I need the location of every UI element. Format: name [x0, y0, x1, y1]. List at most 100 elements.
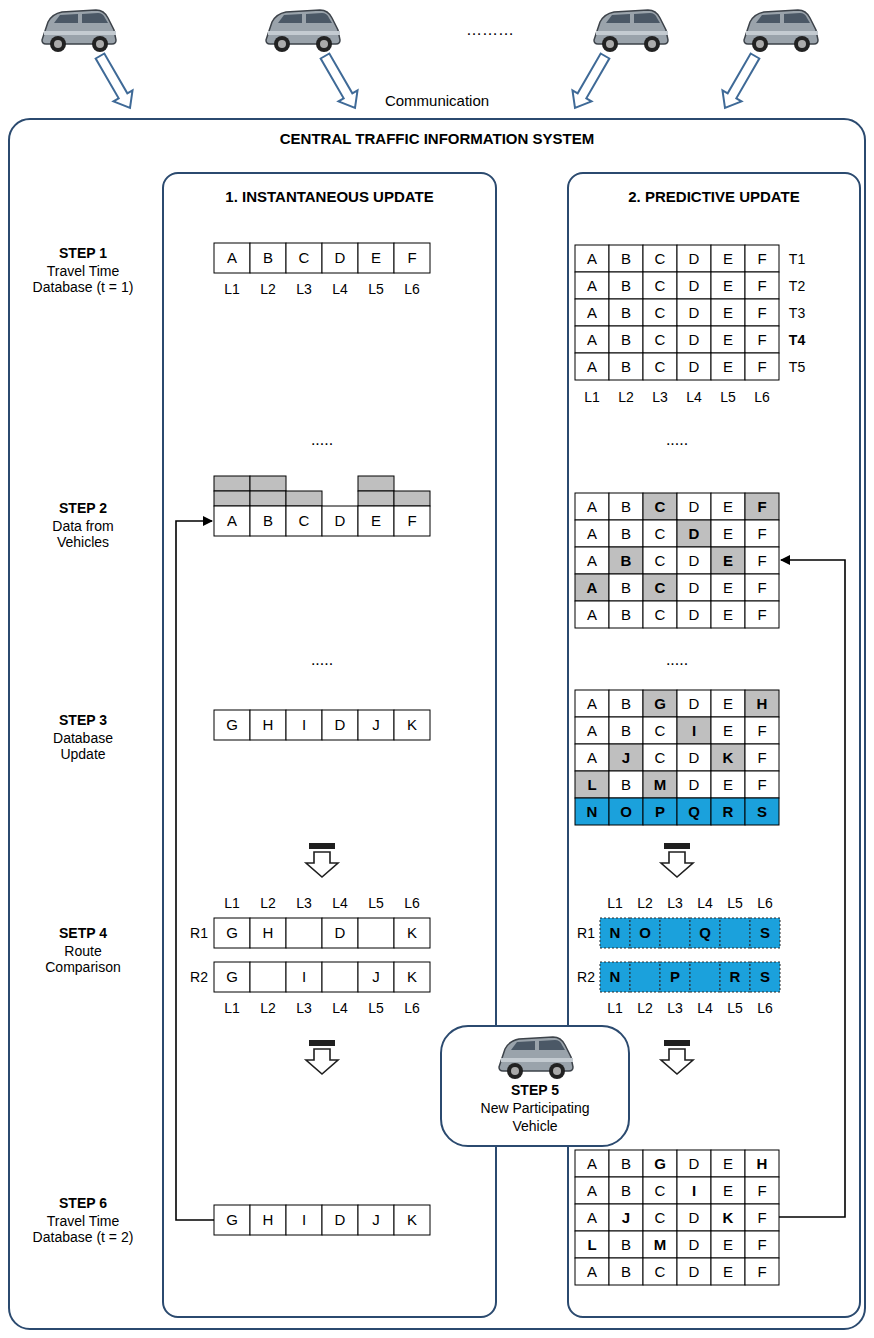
table-cell-box [609, 601, 643, 628]
link-label: L3 [667, 1000, 683, 1016]
link-label: L2 [637, 895, 653, 911]
table-cell-box [677, 272, 711, 299]
table-cell: C [655, 722, 666, 739]
table-cell-box [358, 710, 394, 740]
table-cell: E [723, 250, 733, 267]
table-cell: B [263, 512, 273, 529]
table-cell: E [723, 579, 733, 596]
table-cell: F [757, 722, 766, 739]
table-cell-box [394, 1205, 430, 1235]
table-cell: C [655, 358, 666, 375]
table-cell: R [730, 968, 741, 985]
table-cell-box [609, 1258, 643, 1285]
table-cell-box [720, 962, 750, 992]
table-cell-box [711, 245, 745, 272]
table-cell: D [689, 606, 700, 623]
table-cell: N [610, 924, 621, 941]
car-icon [266, 10, 340, 52]
link-label: L3 [652, 389, 668, 405]
table-cell: F [757, 525, 766, 542]
table-cell-box [609, 798, 643, 825]
link-label: L5 [727, 1000, 743, 1016]
table-cell: B [621, 1236, 631, 1253]
link-label: L6 [757, 1000, 773, 1016]
table-cell: I [692, 1182, 696, 1199]
ellipsis: ..... [311, 431, 333, 449]
table-cell-box [643, 1204, 677, 1231]
data-bar [358, 476, 394, 491]
table-cell-box [745, 771, 779, 798]
table-cell-box [643, 771, 677, 798]
node-heading: CENTRAL TRAFFIC INFORMATION SYSTEM [10, 120, 864, 147]
table-cell-box [677, 1177, 711, 1204]
table-cell: G [654, 1155, 666, 1172]
table-cell-box [677, 326, 711, 353]
feedback-arrow [176, 521, 214, 1220]
data-bar [358, 491, 394, 506]
table-cell-box [677, 798, 711, 825]
table-cell: E [723, 277, 733, 294]
table-cell-box [575, 245, 609, 272]
step-label: STEP 2 [29, 500, 137, 516]
data-bar [394, 491, 430, 506]
table-cell-box [250, 506, 286, 536]
down-arrow [306, 1040, 338, 1074]
table-cell-box [720, 918, 750, 948]
car-icon [495, 1031, 575, 1081]
table-cell: D [689, 1155, 700, 1172]
table-cell-box [677, 690, 711, 717]
link-label: L6 [754, 389, 770, 405]
table-cell: D [689, 525, 700, 542]
table-cell-box [575, 744, 609, 771]
table-cell-box [250, 962, 286, 992]
table-cell-box [677, 547, 711, 574]
table-cell-box [575, 717, 609, 744]
table-cell: E [723, 606, 733, 623]
table-cell: B [621, 1155, 631, 1172]
link-label: L1 [224, 1000, 240, 1016]
table-cell: E [723, 722, 733, 739]
table-cell-box [575, 1231, 609, 1258]
table-cell: C [655, 498, 666, 515]
link-label: L5 [368, 1000, 384, 1016]
step-caption: Database Update [29, 730, 137, 762]
table-cell-box [609, 547, 643, 574]
table-cell-box [660, 918, 690, 948]
link-label: L2 [618, 389, 634, 405]
table-cell-box [609, 1204, 643, 1231]
table-cell-box [575, 353, 609, 380]
table-cell: D [689, 358, 700, 375]
link-label: L2 [260, 895, 276, 911]
table-cell: D [335, 924, 346, 941]
table-cell-box [609, 690, 643, 717]
table-cell-box [643, 1177, 677, 1204]
table-cell: L [587, 1236, 596, 1253]
table-cell-box [745, 798, 779, 825]
link-label: L4 [332, 281, 348, 297]
table-cell-box [394, 710, 430, 740]
table-cell-box [643, 272, 677, 299]
table-cell-box [711, 547, 745, 574]
table-cell: A [587, 525, 597, 542]
table-cell: P [655, 803, 665, 820]
link-label: L5 [368, 895, 384, 911]
table-cell-box [677, 601, 711, 628]
table-cell-box [745, 299, 779, 326]
link-label: L1 [224, 281, 240, 297]
table-cell: K [407, 968, 417, 985]
table-cell-box [677, 1204, 711, 1231]
table-cell: C [655, 250, 666, 267]
table-cell: K [723, 749, 734, 766]
table-cell: H [757, 695, 768, 712]
table-cell-box [711, 574, 745, 601]
table-cell: D [689, 1209, 700, 1226]
table-cell: A [587, 606, 597, 623]
table-cell: G [226, 968, 238, 985]
table-cell: H [757, 1155, 768, 1172]
data-bars [214, 476, 430, 506]
table-cell-box [286, 710, 322, 740]
table-cell-box [690, 962, 720, 992]
table-cell-box [643, 690, 677, 717]
table-cell-box [322, 918, 358, 948]
table-cell: L [587, 776, 596, 793]
